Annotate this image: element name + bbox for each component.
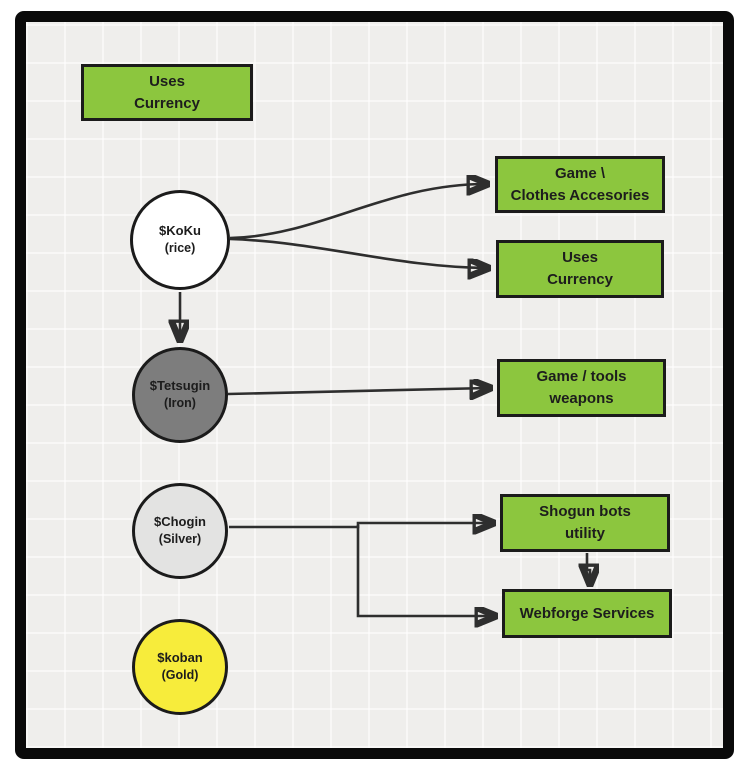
legend-line-1: Uses [149,72,185,90]
box-webforge-services[interactable]: Webforge Services [502,589,672,638]
box-game-tools-weapons[interactable]: Game / tools weapons [497,359,666,417]
node-sublabel: (Silver) [158,532,202,547]
legend-line-2: Currency [134,94,200,112]
box-line-1: Webforge Services [519,604,655,622]
box-shogun-bots-utility[interactable]: Shogun bots utility [500,494,670,552]
legend-uses-currency-box[interactable]: Uses Currency [81,64,253,121]
node-koban-gold[interactable]: $koban (Gold) [132,619,228,715]
node-chogin-silver[interactable]: $Chogin (Silver) [132,483,228,579]
node-label: $KoKu [159,223,201,239]
node-label: $Tetsugin [149,378,211,394]
box-line-2: Clothes Accesories [510,186,650,204]
node-sublabel: (Iron) [164,396,196,411]
node-sublabel: (Gold) [161,668,199,683]
box-line-1: Shogun bots [539,503,631,521]
box-line-1: Game / tools [536,368,627,386]
node-label: $koban [157,650,203,666]
box-game-clothes-accesories[interactable]: Game \ Clothes Accesories [495,156,665,213]
box-line-1: Game \ [554,164,606,182]
node-sublabel: (rice) [164,241,196,256]
box-uses-currency[interactable]: Uses Currency [496,240,664,298]
node-label: $Chogin [154,514,206,530]
node-koku-rice[interactable]: $KoKu (rice) [130,190,230,290]
box-line-2: weapons [549,390,614,407]
node-tetsugin-iron[interactable]: $Tetsugin (Iron) [132,347,228,443]
box-line-1: Uses [562,249,598,267]
box-line-2: utility [565,525,605,542]
box-line-2: Currency [547,271,613,288]
